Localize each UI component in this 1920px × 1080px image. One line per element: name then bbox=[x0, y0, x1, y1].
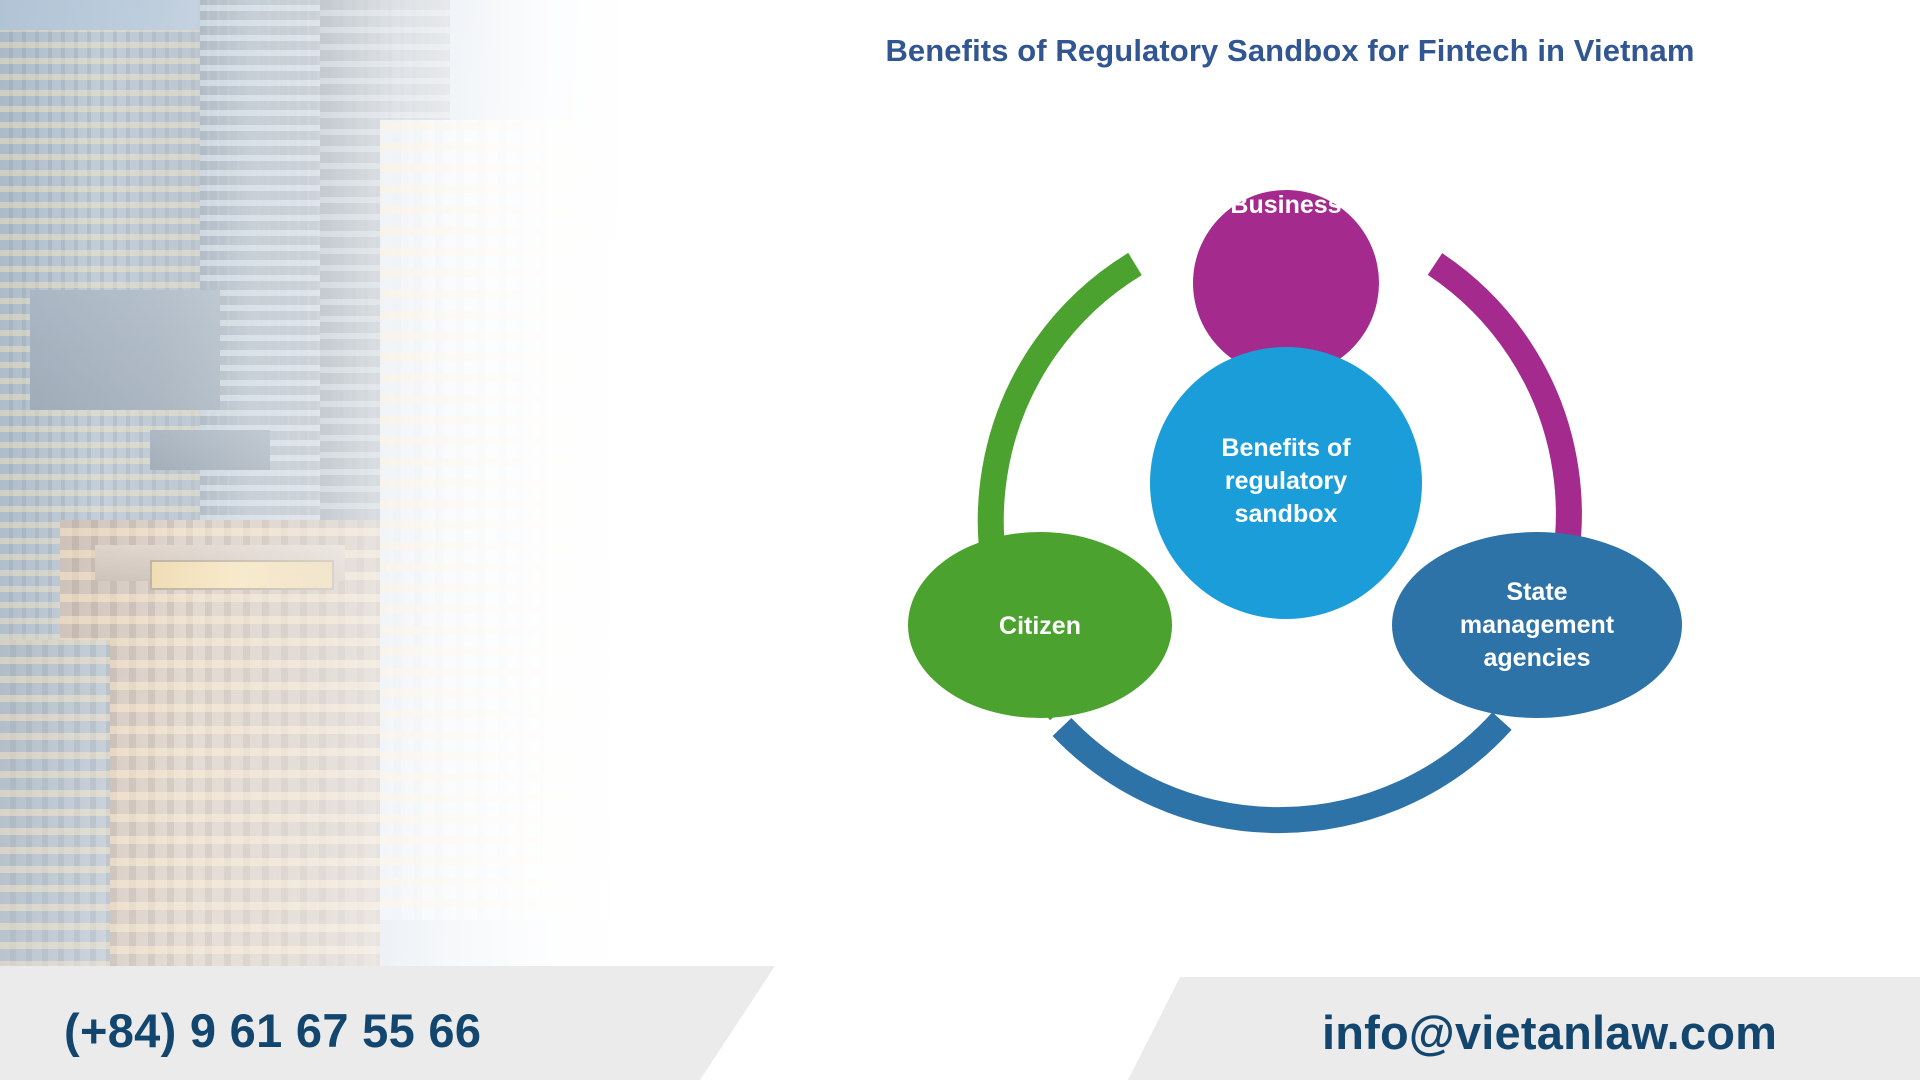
arc-state-to-citizen bbox=[1052, 712, 1512, 834]
diagram-node-center[interactable] bbox=[1150, 347, 1422, 619]
contact-email[interactable]: info@vietanlaw.com bbox=[1322, 1006, 1778, 1059]
footer-bar-right bbox=[1128, 977, 1920, 1080]
diagram-node-business-label-line1: Business bbox=[1230, 191, 1341, 219]
diagram-node-state-label-line3: agencies bbox=[1483, 644, 1590, 672]
diagram-node-citizen[interactable] bbox=[908, 532, 1172, 718]
diagram-center-label-line2: regulatory bbox=[1225, 467, 1347, 495]
page-title: Benefits of Regulatory Sandbox for Finte… bbox=[885, 33, 1695, 68]
photo-white-fade-overlay bbox=[0, 0, 720, 975]
diagram-node-business[interactable] bbox=[1193, 190, 1379, 376]
contact-phone[interactable]: (+84) 9 61 67 55 66 bbox=[64, 1004, 482, 1057]
diagram-center-label-line3: sandbox bbox=[1235, 500, 1338, 528]
cycle-diagram: Business Benefits of regulatory sandbox … bbox=[740, 85, 1860, 975]
diagram-node-state-label-line2: management bbox=[1460, 611, 1615, 639]
diagram-node-state-label-line1: State bbox=[1506, 578, 1567, 606]
city-skyscrapers-photo bbox=[0, 0, 720, 975]
diagram-node-citizen-label-line1: Citizen bbox=[999, 612, 1081, 640]
footer-bar-left bbox=[0, 966, 775, 1080]
diagram-center-label-line1: Benefits of bbox=[1221, 434, 1351, 462]
diagram-node-state-management-agencies[interactable] bbox=[1392, 532, 1682, 718]
